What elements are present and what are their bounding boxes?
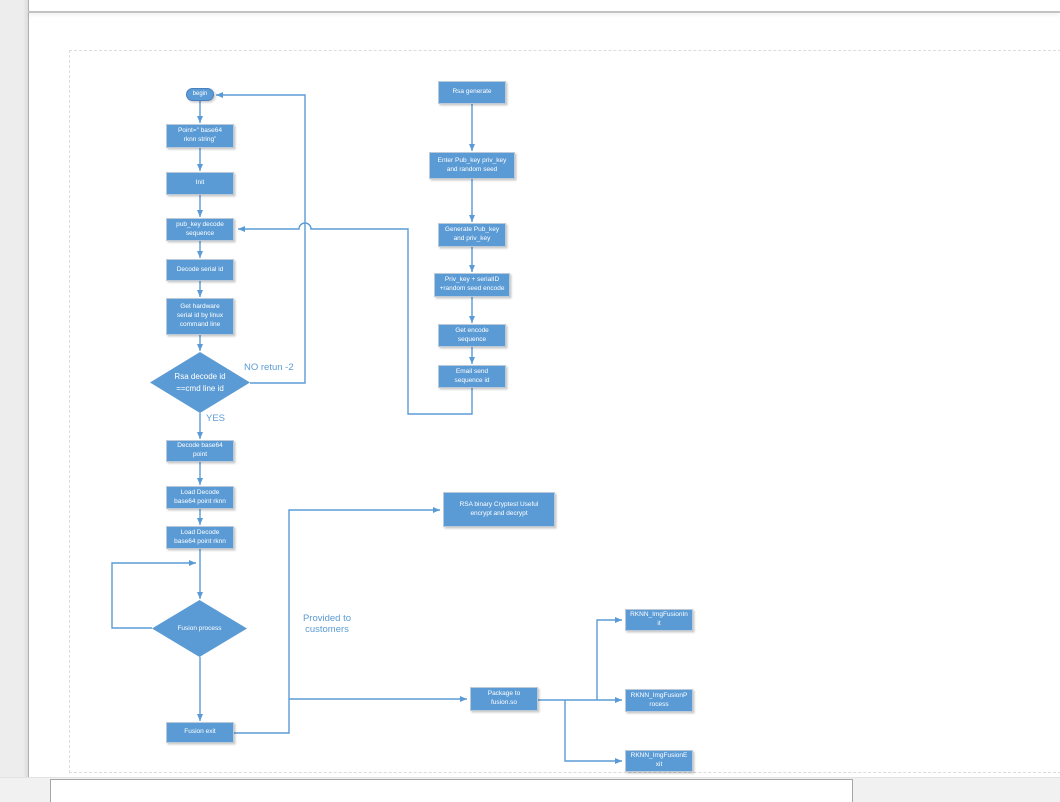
node-load-decode-1[interactable]: Load Decode base64 point rknn (166, 486, 234, 509)
node-package-fusion[interactable]: Package to fusion.so (470, 687, 538, 711)
node-rsa-generate[interactable]: Rsa generate (438, 81, 506, 104)
node-rsa-binary[interactable]: RSA binary Cryptest Useful encrypt and d… (443, 492, 555, 527)
node-decode-serial[interactable]: Decode serial id (166, 259, 234, 281)
node-begin[interactable]: begin (186, 88, 214, 101)
node-get-encode[interactable]: Get encode sequence (438, 324, 506, 347)
node-rknn-imgfusion-exit[interactable]: RKNN_ImgFusionExit (625, 750, 693, 772)
node-pub-key-decode[interactable]: pub_key decode sequence (166, 218, 234, 241)
node-decode-base64[interactable]: Decode base64 point (166, 440, 234, 462)
node-get-hardware[interactable]: Get hardware serial id by linux command … (166, 298, 234, 335)
node-email-send[interactable]: Email send sequence id (438, 365, 506, 388)
label-provided-to-customers[interactable]: Provided to customers (302, 613, 352, 635)
left-panel-edge (0, 0, 29, 777)
page-print-boundary (69, 50, 1060, 773)
label-yes[interactable]: YES (206, 413, 226, 424)
node-point-string[interactable]: Point=" base64 rknn string” (166, 124, 234, 148)
node-rknn-imgfusion-process[interactable]: RKNN_ImgFusionProcess (625, 689, 693, 712)
node-load-decode-2[interactable]: Load Decode base64 point rknn (166, 526, 234, 549)
node-enter-pub-key[interactable]: Enter Pub_key priv_key and random seed (429, 152, 515, 179)
window-top-border (28, 11, 1060, 13)
horizontal-scrollbar-track[interactable] (0, 777, 1060, 802)
node-fusion-exit[interactable]: Fusion exit (166, 722, 234, 743)
node-priv-key-serial[interactable]: Priv_key + serialID +random seed encode (434, 273, 510, 297)
horizontal-scrollbar-thumb[interactable] (50, 779, 853, 802)
node-generate-pub-key[interactable]: Generate Pub_key and priv_key (438, 223, 506, 247)
node-init[interactable]: Init (166, 172, 234, 195)
node-rknn-imgfusion-init[interactable]: RKNN_ImgFusionInit (625, 609, 693, 631)
label-no-return[interactable]: NO retun -2 (244, 362, 294, 373)
